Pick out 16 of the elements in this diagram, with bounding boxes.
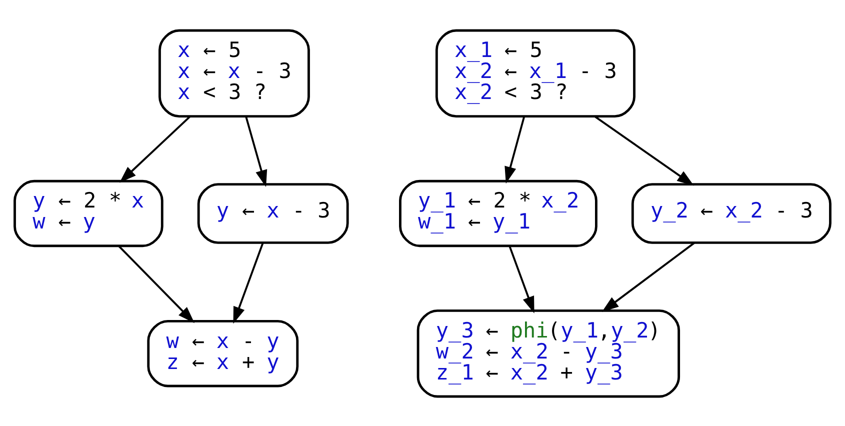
node-box: w ← x - y z ← x + y [147, 320, 299, 387]
arrow [119, 116, 190, 182]
arrow [602, 242, 695, 312]
node-box: x ← 5 x ← x - 3 x < 3 ? [158, 28, 310, 118]
arrow [245, 116, 268, 186]
arrow [508, 245, 534, 313]
node-box: x_1 ← 5 x_2 ← x_1 - 3 x_2 < 3 ? [435, 28, 636, 118]
arrow [594, 115, 694, 186]
node-box: y_3 ← phi(y_1,y_2) w_2 ← x_2 - y_3 z_1 ← x_2 + y_3 [416, 308, 680, 398]
arrow [233, 242, 264, 324]
arrow [504, 116, 526, 184]
node-box: y ← 2 * x w ← y [14, 179, 164, 247]
node-box: y_1 ← 2 * x_2 w_1 ← y_1 [399, 179, 598, 247]
arrow [118, 244, 195, 323]
node-box: y ← x - 3 [197, 182, 349, 244]
node-box: y_2 ← x_2 - 3 [631, 182, 832, 244]
